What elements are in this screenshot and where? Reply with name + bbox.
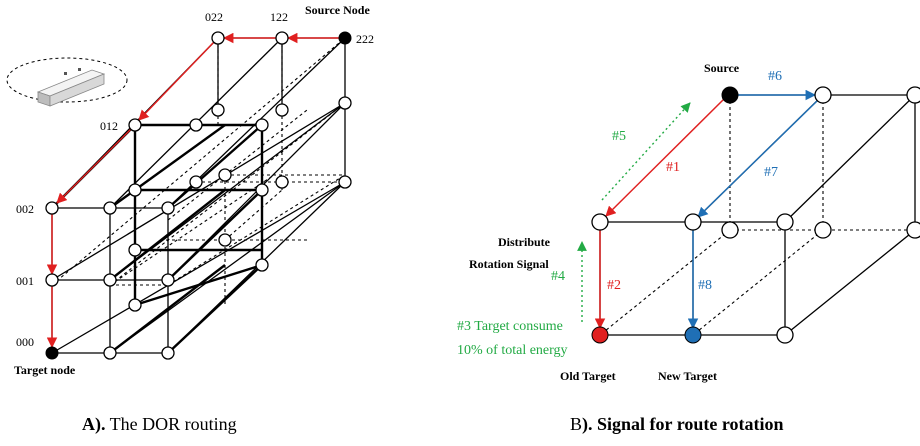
source-node-label: Source Node xyxy=(305,3,370,17)
node-122 xyxy=(275,31,289,45)
node-001 xyxy=(45,273,59,287)
node-old-target xyxy=(591,326,609,344)
step6-label: #6 xyxy=(768,69,782,84)
node-source xyxy=(721,86,739,104)
node-222-source xyxy=(338,31,352,45)
mesh-a-nodes xyxy=(45,31,352,360)
mesh-b-hidden-edges xyxy=(599,95,915,336)
arrow-step1 xyxy=(605,98,725,217)
label-002: 002 xyxy=(16,202,34,216)
caption-b: B). Signal for route rotation xyxy=(570,414,784,435)
node-012 xyxy=(128,118,142,132)
mesh-b-edges xyxy=(599,94,916,336)
panel-b-route-rotation: Source Distribute Rotation Signal #1 #2 … xyxy=(457,61,920,435)
step3-label-line1: #3 Target consume xyxy=(457,319,563,334)
step1-label: #1 xyxy=(666,160,680,175)
step5-label: #5 xyxy=(612,129,626,144)
label-012: 012 xyxy=(100,119,118,133)
node-000-target xyxy=(45,346,59,360)
new-target-label: New Target xyxy=(658,369,717,383)
caption-a: A). The DOR routing xyxy=(82,414,237,435)
node-002 xyxy=(45,201,59,215)
step4-label: #4 xyxy=(551,269,565,284)
dor-route-red xyxy=(46,32,339,349)
step8-label: #8 xyxy=(698,278,712,293)
label-001: 001 xyxy=(16,274,34,288)
step3-label-line2: 10% of total energy xyxy=(457,343,568,358)
node-new-target xyxy=(684,326,702,344)
label-222: 222 xyxy=(356,32,374,46)
mesh-b-nodes xyxy=(591,86,920,344)
distribute-label-line2: Rotation Signal xyxy=(469,257,549,271)
label-022: 022 xyxy=(205,10,223,24)
step7-label: #7 xyxy=(764,165,778,180)
arrow-step5 xyxy=(601,102,691,201)
label-122: 122 xyxy=(270,10,288,24)
old-target-label: Old Target xyxy=(560,369,616,383)
target-node-label: Target node xyxy=(14,363,76,377)
node-022 xyxy=(211,31,225,45)
source-label: Source xyxy=(704,61,740,75)
panel-a-dor-routing: 022 122 Source Node 222 012 002 001 000 … xyxy=(6,3,374,435)
label-000: 000 xyxy=(16,335,34,349)
node-component-icon xyxy=(6,57,128,107)
distribute-label-line1: Distribute xyxy=(498,235,551,249)
step2-label: #2 xyxy=(607,278,621,293)
arrow-step7 xyxy=(697,100,818,218)
